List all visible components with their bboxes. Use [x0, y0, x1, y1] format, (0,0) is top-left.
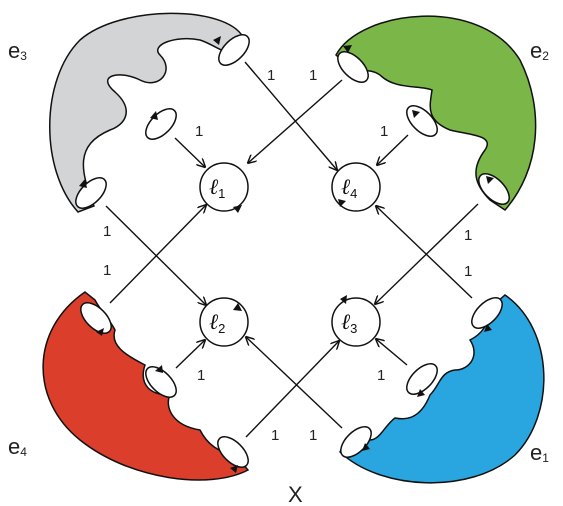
arrow-e3b-to-l1	[174, 137, 205, 167]
orient-mark	[484, 324, 492, 332]
orient-mark	[213, 36, 221, 45]
band-e3	[49, 12, 244, 213]
mult-label: 1	[197, 367, 205, 384]
arrow-e1a-to-l2	[246, 337, 343, 429]
orient-mark	[412, 110, 420, 118]
mult-label: 1	[464, 263, 472, 280]
half-edge-e4-b	[145, 366, 177, 398]
half-edge-e1-c	[471, 297, 503, 329]
mult-label: 1	[309, 67, 317, 84]
orientation-marks	[79, 36, 494, 473]
half-edge-e4-a	[80, 302, 112, 334]
orient-mark	[155, 365, 163, 373]
loop-l4-arrowhead	[338, 199, 346, 207]
mult-label: 1	[271, 427, 279, 444]
arrow-e1b-to-l3	[376, 339, 408, 366]
loop-l4-label: ℓ4	[341, 175, 357, 201]
mult-label: 1	[464, 227, 472, 244]
arrow-e3a-to-l4	[244, 61, 337, 170]
mult-label: 1	[309, 427, 317, 444]
arrow-e4c-to-l3	[245, 341, 339, 438]
orient-mark	[79, 179, 87, 188]
arrow-e4a-to-l1	[109, 205, 206, 304]
half-edge-e4-c	[217, 436, 249, 468]
mult-label: 1	[103, 223, 111, 240]
band-e4-surface	[42, 291, 250, 481]
orient-mark	[362, 443, 370, 451]
loop-l2-arrowhead	[233, 303, 242, 311]
edge-labels: e3 e2 e4 e1	[8, 38, 549, 465]
mult-label: 1	[103, 262, 111, 279]
arrow-e1c-to-l4	[376, 206, 473, 299]
band-e2	[335, 15, 537, 211]
loop-l1-label: ℓ1	[209, 175, 225, 201]
mult-label: 1	[195, 123, 203, 140]
orient-mark	[343, 45, 352, 53]
band-e2-surface	[335, 15, 537, 211]
orient-mark	[230, 465, 238, 473]
mult-label: 1	[380, 123, 388, 140]
loop-l3-label: ℓ3	[341, 310, 357, 336]
loop-l1-arrowhead	[233, 205, 242, 213]
orient-mark	[486, 176, 494, 184]
band-e3-surface	[49, 12, 244, 213]
mult-label: 1	[267, 67, 275, 84]
vertex-label-x: X	[288, 482, 303, 506]
half-edge-e2-c	[478, 173, 510, 205]
arrow-e4b-to-l2	[175, 340, 205, 369]
orient-mark	[150, 111, 158, 120]
loop-l1-circle	[199, 162, 249, 212]
loop-l2-label: ℓ2	[209, 310, 225, 336]
multiplicity-labels: 1 1 1 1 1 1 1 1 1 1 1 1	[103, 67, 472, 444]
edge-label-e4: e4	[8, 434, 27, 459]
orient-mark	[96, 328, 104, 336]
boundary-loops: ℓ1 ℓ4 ℓ2 ℓ3	[199, 162, 381, 347]
half-edge-e2-a	[337, 51, 369, 83]
edge-label-e2: e2	[530, 38, 549, 63]
orient-mark	[417, 389, 425, 397]
incidence-arrows	[105, 61, 479, 438]
edge-label-e3: e3	[8, 38, 27, 63]
arrow-e2a-to-l1	[248, 79, 343, 163]
band-e1-surface	[339, 294, 545, 484]
mult-label: 1	[377, 367, 385, 384]
loop-l3-circle	[331, 297, 381, 347]
band-e1	[339, 294, 545, 484]
half-edge-e1-b	[406, 363, 438, 395]
loop-l3-arrowhead	[340, 295, 347, 304]
loop-l4-circle	[331, 162, 381, 212]
arrow-e2b-to-l4	[377, 134, 409, 165]
half-edge-e3-a	[218, 34, 250, 66]
band-e4	[42, 291, 250, 481]
edge-label-e1: e1	[530, 440, 549, 465]
